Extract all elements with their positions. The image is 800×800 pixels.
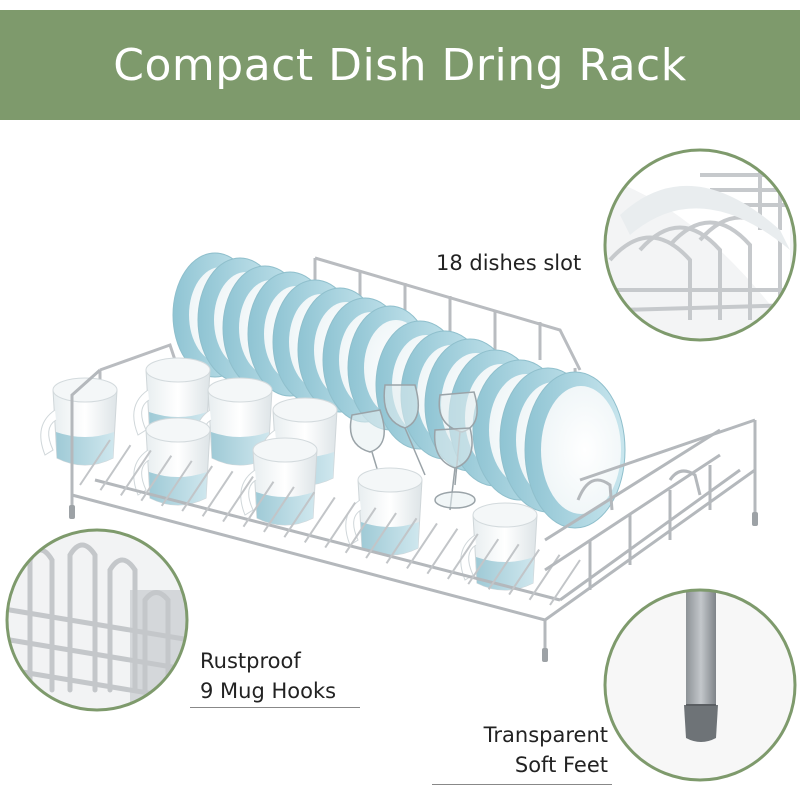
- callout-mug-hooks-underline: [190, 707, 360, 708]
- detail-mug-hooks: [5, 528, 189, 712]
- callout-mug-hooks-line1: Rustproof: [200, 649, 301, 673]
- callout-soft-feet-underline: [432, 784, 612, 785]
- detail-soft-feet: [603, 588, 797, 782]
- callout-soft-feet-line1: Transparent: [483, 723, 608, 747]
- callout-mug-hooks: Rustproof 9 Mug Hooks: [200, 646, 336, 706]
- wine-glasses: [349, 384, 478, 511]
- mug: [345, 467, 423, 556]
- callout-soft-feet-line2: Soft Feet: [514, 753, 608, 777]
- banner-title: Compact Dish Dring Rack: [113, 39, 687, 91]
- callout-dish-slots: 18 dishes slot: [436, 251, 582, 275]
- title-banner: Compact Dish Dring Rack: [0, 10, 800, 120]
- callout-soft-feet: Transparent Soft Feet: [450, 720, 608, 780]
- rack-base-grid: [79, 439, 581, 606]
- rack-feet: [69, 505, 758, 662]
- mug: [40, 377, 118, 466]
- mug: [240, 437, 318, 526]
- callout-mug-hooks-line2: 9 Mug Hooks: [200, 679, 337, 703]
- rack-side-rails: [544, 428, 721, 590]
- plates: [172, 252, 626, 529]
- mugs: [40, 357, 538, 591]
- plate: [524, 371, 626, 529]
- detail-dish-slots: [603, 148, 797, 342]
